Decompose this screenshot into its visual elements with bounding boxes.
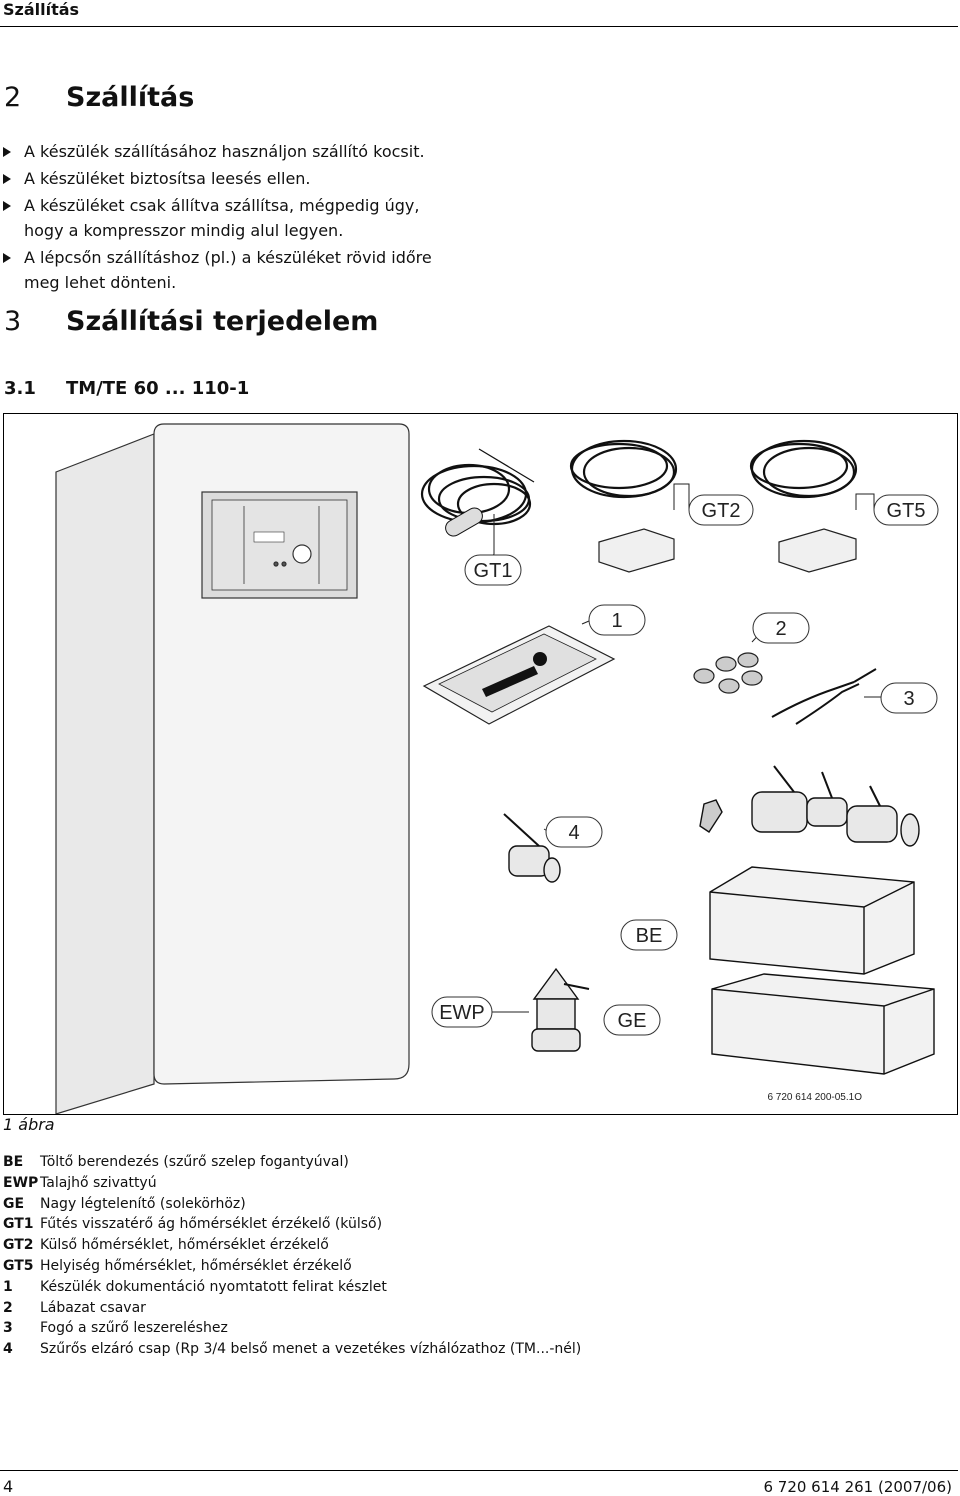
gt5-sensor-cable	[749, 439, 858, 499]
callout-gt2-box	[688, 494, 754, 526]
bullet-item: A készülék szállításához használjon szál…	[0, 139, 500, 164]
bullet-item: A készüléket biztosítsa leesés ellen.	[0, 166, 500, 191]
bullet-arrow-icon	[3, 253, 11, 263]
section-3-1-title: TM/TE 60 ... 110-1	[66, 378, 250, 399]
insulation-box-bottom	[711, 973, 935, 1075]
figure-illustration: GT1 GT2 GT5 1 2 3 4 BE EWP GE 6 720 614 …	[55, 423, 939, 1114]
callout-4: 4	[568, 822, 579, 844]
callout-gt2: GT2	[702, 500, 741, 522]
section-3-1-heading: 3.1 TM/TE 60 ... 110-1	[4, 378, 249, 399]
callout-ewp: EWP	[439, 1002, 485, 1024]
section-2-number: 2	[4, 82, 22, 113]
gt2-sensor-cable	[569, 439, 678, 499]
gt5-sensor-box	[778, 528, 857, 573]
section-2-title: Szállítás	[66, 82, 195, 113]
header-rule	[0, 26, 958, 27]
page-number: 4	[3, 1477, 14, 1496]
section-3-title: Szállítási terjedelem	[66, 306, 379, 337]
section-3-heading: 3 Szállítási terjedelem	[4, 306, 378, 337]
air-vent	[531, 967, 590, 1052]
callout-2-box	[752, 612, 810, 644]
heat-pump-unit	[55, 423, 410, 1114]
figure-1: GT1 GT2 GT5 1 2 3 4 BE EWP GE 6 720 614 …	[3, 413, 958, 1115]
section-3-1-number: 3.1	[4, 378, 36, 399]
document-number: 6 720 614 261 (2007/06)	[763, 1478, 952, 1496]
shutoff-valve	[503, 813, 561, 883]
section-2-heading: 2 Szállítás	[4, 82, 194, 113]
callout-3: 3	[903, 688, 914, 710]
footer-rule	[0, 1470, 958, 1471]
filling-device-valves	[699, 765, 920, 847]
bullet-item: A lépcsőn szállításhoz (pl.) a készüléke…	[0, 245, 454, 295]
insulation-box-top	[709, 866, 915, 975]
callout-be-box	[620, 919, 678, 951]
running-header: Szállítás	[3, 0, 80, 19]
documentation-packet	[422, 625, 616, 725]
callout-3-box	[880, 682, 938, 714]
gt2-sensor-box	[598, 528, 675, 573]
bullet-item: A készüléket csak állítva szállítsa, még…	[0, 193, 464, 243]
pliers	[771, 668, 877, 725]
foot-screws	[693, 652, 763, 694]
callout-ge-box	[603, 1004, 661, 1036]
bullet-arrow-icon	[3, 147, 11, 157]
figure-reference: 6 720 614 200-05.1O	[767, 1092, 862, 1103]
callout-gt5: GT5	[887, 500, 926, 522]
callout-gt1: GT1	[474, 560, 513, 582]
callout-gt1-box	[464, 554, 522, 586]
callout-ewp-box	[431, 996, 493, 1028]
figure-caption: 1 ábra	[3, 1115, 55, 1134]
bullet-list: A készülék szállításához használjon szál…	[0, 139, 500, 297]
bullet-arrow-icon	[3, 201, 11, 211]
callout-1-box	[588, 604, 646, 636]
callout-be: BE	[636, 925, 663, 947]
bullet-arrow-icon	[3, 174, 11, 184]
callout-4-box	[545, 816, 603, 848]
callout-1: 1	[611, 610, 622, 632]
gt1-sensor-cable	[420, 448, 535, 537]
section-3-number: 3	[4, 306, 22, 337]
callout-ge: GE	[618, 1010, 647, 1032]
callout-2: 2	[775, 618, 786, 640]
callout-gt5-box	[873, 494, 939, 526]
